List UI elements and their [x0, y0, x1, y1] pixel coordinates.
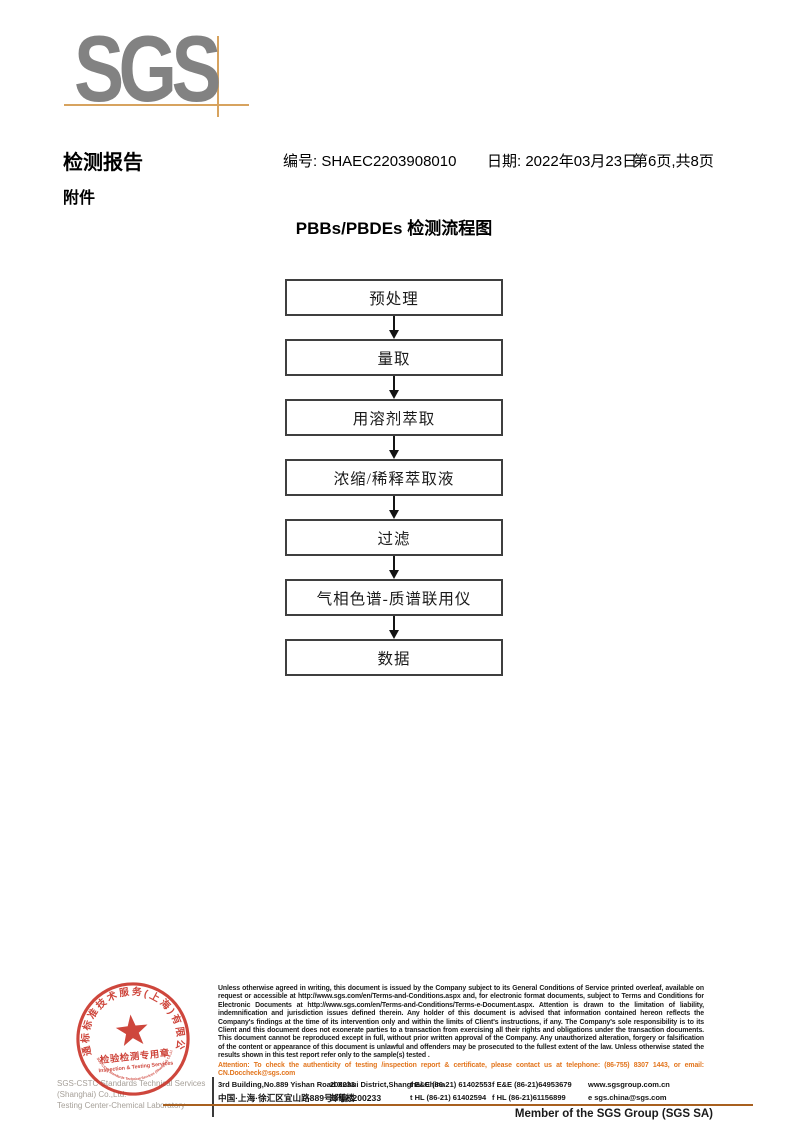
fax-hl: f HL (86-21)61156899: [492, 1093, 566, 1102]
lab-company-lines: SGS-CSTC Standards Technical Services (S…: [57, 1078, 222, 1111]
page-indicator: 第6页,共8页: [633, 153, 714, 170]
email: e sgs.china@sgs.com: [588, 1093, 667, 1102]
address-block: 3rd Building,No.889 Yishan Road Xuhui Di…: [218, 1078, 710, 1104]
flowchart-title: PBBs/PBDEs 检测流程图: [295, 219, 493, 238]
logo-horizontal-line: [64, 104, 249, 106]
flow-arrow-down: [285, 496, 503, 519]
flow-step-concentrate-dilute: 浓缩/稀释萃取液: [285, 459, 503, 496]
flow-arrow-down: [285, 616, 503, 639]
address-row-en: 3rd Building,No.889 Yishan Road Xuhui Di…: [218, 1078, 710, 1091]
legal-text: Unless otherwise agreed in writing, this…: [218, 985, 704, 1060]
phone-ee: t E&E (86-21) 61402553: [410, 1080, 492, 1089]
flow-arrow-down: [285, 376, 503, 399]
flow-step-pretreatment: 预处理: [285, 279, 503, 316]
lab-department: Testing Center-Chemical Laboratory: [57, 1101, 186, 1110]
address-cn-zip: 邮编: 200233: [330, 1092, 382, 1103]
sgs-logo: SGS: [64, 16, 320, 130]
attachment-label: 附件: [63, 190, 96, 207]
flow-step-filter: 过滤: [285, 519, 503, 556]
report-date: 日期: 2022年03月23日: [487, 153, 638, 170]
flow-arrow-down: [285, 436, 503, 459]
fax-ee: f E&E (86-21)64953679: [492, 1080, 572, 1089]
flow-step-gcms: 气相色谱-质谱联用仪: [285, 579, 503, 616]
flow-arrow-down: [285, 556, 503, 579]
flow-step-label: 浓缩/稀释萃取液: [333, 470, 455, 488]
address-cn: 中国·上海·徐汇区宜山路889号3号楼: [218, 1092, 355, 1103]
flow-arrow-down: [285, 316, 503, 339]
address-divider-line: [212, 1077, 214, 1117]
address-row-cn: 中国·上海·徐汇区宜山路889号3号楼 邮编: 200233 t HL (86-…: [218, 1091, 710, 1104]
flow-step-data: 数据: [285, 639, 503, 676]
attention-notice: Attention: To check the authenticity of …: [218, 1061, 704, 1078]
address-en: 3rd Building,No.889 Yishan Road Xuhui Di…: [218, 1080, 446, 1089]
flow-step-label: 量取: [377, 350, 411, 368]
report-number: 编号: SHAEC2203908010: [283, 153, 457, 170]
seal-star-icon: [115, 1014, 148, 1046]
flow-step-label: 气相色谱-质谱联用仪: [316, 590, 472, 608]
lab-company-name: SGS-CSTC Standards Technical Services (S…: [57, 1079, 206, 1099]
footer-rule-line: [163, 1104, 753, 1106]
flow-step-label: 过滤: [377, 530, 411, 548]
flow-step-solvent-extraction: 用溶剂萃取: [285, 399, 503, 436]
flowchart: 预处理 量取 用溶剂萃取 浓缩/稀释萃取液 过滤 气相色谱-质谱联用仪 数据: [285, 279, 503, 676]
phone-hl: t HL (86-21) 61402594: [410, 1093, 487, 1102]
website: www.sgsgroup.com.cn: [588, 1080, 670, 1089]
flow-step-label: 用溶剂萃取: [352, 410, 436, 428]
sgs-member-note: Member of the SGS Group (SGS SA): [514, 1108, 713, 1120]
legal-disclaimer: Unless otherwise agreed in writing, this…: [218, 985, 704, 1078]
logo-vertical-line: [217, 36, 219, 117]
flow-step-label: 预处理: [369, 290, 419, 308]
flow-step-label: 数据: [377, 650, 411, 668]
company-seal-stamp: 通标标准技术服务(上海)有限公司 检验检测专用章 Inspection & Te…: [68, 974, 190, 1096]
report-title: 检测报告: [63, 152, 143, 174]
address-en-zip: 200233: [330, 1080, 356, 1089]
flow-step-measure: 量取: [285, 339, 503, 376]
sgs-logo-text: SGS: [74, 16, 222, 121]
